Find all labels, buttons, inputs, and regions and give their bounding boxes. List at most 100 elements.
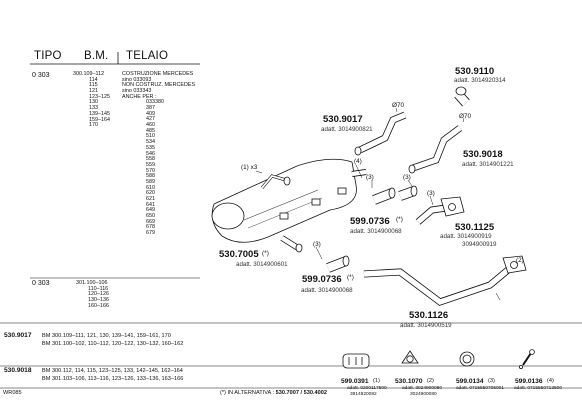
part-number-530-9017: 530.9017: [323, 114, 363, 125]
header-tipo: TIPO: [34, 50, 62, 62]
callout-3: (3): [403, 174, 411, 181]
row2-bm: 120–126: [88, 291, 109, 298]
telaio-value: 649: [146, 207, 155, 214]
row1-telaio-list: 387 409 427 460 485 510 534 535 546 558 …: [146, 105, 155, 237]
part-ref-530-7005: adatt. 3014900601: [236, 261, 288, 268]
telaio-value: 669: [146, 218, 155, 225]
header-bm: B.M.: [84, 50, 109, 62]
callout-2: (2): [516, 257, 524, 264]
fitment-part-530-9017: 530.9017: [4, 332, 32, 339]
pipe-530-9110: [454, 86, 470, 107]
sleeve-599-0736-a: [372, 185, 418, 205]
alternative-marker: (*): [396, 216, 403, 223]
telaio-value: 641: [146, 201, 155, 208]
part-ref-599-0736-a: adatt. 3014900068: [350, 228, 402, 235]
telaio-value: 588: [146, 173, 155, 180]
silencer-530-7005: [211, 158, 367, 253]
telaio-value: 679: [146, 230, 155, 237]
row1-bm: 114: [89, 76, 98, 83]
pipe-530-1126: [363, 255, 527, 306]
row1-bm: 123–125: [89, 93, 110, 100]
accessory-index: (3): [488, 378, 495, 384]
telaio-note: 033380: [146, 99, 164, 106]
diameter-70: Ø70: [459, 113, 472, 120]
telaio-value: 570: [146, 167, 155, 174]
gasket-icon: [401, 350, 419, 364]
accessory-index: (2): [427, 378, 434, 384]
part-ref-530-9110: adatt. 3014920314: [454, 77, 506, 84]
alternative-note-text: (*) IN ALTERNATIVA :: [220, 390, 276, 396]
telaio-value: 678: [146, 224, 155, 231]
telaio-value: 559: [146, 161, 155, 168]
accessory-ref: adatt. 0715550713500: [514, 386, 563, 391]
telaio-value: 650: [146, 213, 155, 220]
pipe-530-1125: [415, 196, 465, 225]
telaio-value: 485: [146, 127, 155, 134]
alternative-note: (*) IN ALTERNATIVA : 530.7007 / 530.4002: [220, 390, 327, 396]
leader-lines: [255, 107, 501, 301]
callout-4: (4): [354, 158, 362, 165]
telaio-value: 589: [146, 178, 155, 185]
accessory-number: 530.1070: [395, 378, 423, 385]
telaio-note: COSTRUZIONE MERCEDES: [122, 71, 194, 77]
accessory-ref: adatt. 3024900080: [402, 386, 443, 391]
accessory-ref: adatt. 0200117500: [347, 386, 387, 391]
part-ref-530-1125: adatt. 3014900919: [440, 233, 492, 240]
telaio-value: 460: [146, 122, 155, 129]
accessory-ref: 3814920082: [350, 392, 377, 397]
telaio-value: 534: [146, 139, 155, 146]
row2-bm: 130–136: [88, 297, 109, 304]
row1-bm: 121: [89, 88, 98, 95]
row1-bm: 159–164: [89, 116, 110, 123]
row2-bm-list: 301.100–106 110–116 120–126 130–136 160–…: [76, 280, 109, 309]
part-ref-530-9018: adatt. 3014901221: [462, 161, 514, 168]
row2-bm: 160–166: [88, 302, 109, 309]
part-number-530-1125: 530.1125: [455, 222, 495, 233]
telaio-note: sino 033093: [122, 76, 152, 83]
sleeve-599-0736-b: [326, 255, 350, 273]
pipe-530-9017: [354, 111, 407, 156]
alternative-note-parts: 530.7007 / 530.4002: [275, 390, 327, 396]
bolt-icon: [519, 349, 535, 369]
fitment-line: BM 301.100–102, 110–112, 120–122, 130–13…: [42, 341, 184, 347]
row2-tipo: 0 303: [32, 280, 50, 287]
fitment-line: BM 301.103–106, 113–116, 123–126, 133–13…: [42, 376, 184, 382]
row1-bm: 300.109–112: [73, 71, 105, 77]
hanger-ring-icon: [459, 351, 475, 367]
part-ref2-530-1125: 3094900919: [462, 241, 497, 248]
part-number-530-9110: 530.9110: [455, 66, 495, 77]
fitment-part-530-9018: 530.9018: [4, 367, 32, 374]
part-number-530-7005: 530.7005: [219, 249, 259, 260]
telaio-value: 427: [146, 116, 155, 123]
drawing-code: WR085: [3, 390, 22, 396]
callout-3: (3): [313, 241, 321, 248]
callout-3: (3): [427, 190, 435, 197]
row1-telaio-notes: COSTRUZIONE MERCEDES sino 033093 NON COS…: [122, 71, 195, 106]
row1-bm: 170: [89, 122, 98, 129]
part-ref-530-1126: adatt. 3014900519: [400, 322, 452, 329]
part-ref-599-0736-b: adatt. 3014900068: [301, 287, 353, 294]
header-telaio: TELAIO: [126, 50, 169, 62]
part-number-530-1126: 530.1126: [409, 310, 449, 321]
telaio-value: 621: [146, 196, 155, 202]
alternative-marker: (*): [262, 250, 269, 257]
accessory-ref: 3024900080: [410, 392, 437, 397]
telaio-value: 558: [146, 156, 155, 163]
row1-bm: 139–145: [89, 110, 110, 117]
telaio-note: sino 033343: [122, 88, 152, 95]
accessory-number: 599.0136: [515, 378, 543, 385]
callout-1-x3: (1) x3: [241, 164, 258, 171]
accessory-index: (1): [373, 378, 380, 384]
row1-bm: 133: [89, 105, 98, 112]
accessory-number: 599.0134: [456, 378, 484, 385]
part-number-599-0736-b: 599.0736: [302, 274, 342, 285]
part-number-599-0736-a: 599.0736: [350, 216, 390, 227]
part-number-530-9018: 530.9018: [463, 149, 503, 160]
telaio-value: 409: [146, 110, 155, 117]
telaio-value: 620: [146, 190, 155, 197]
row1-bm-list: 300.109–112 114 115 121 123–125 130 133 …: [73, 71, 110, 129]
row1-bm: 130: [89, 99, 98, 106]
row2-bm: 301.100–106: [76, 280, 108, 286]
part-ref-530-9017: adatt. 3014900821: [321, 126, 373, 133]
